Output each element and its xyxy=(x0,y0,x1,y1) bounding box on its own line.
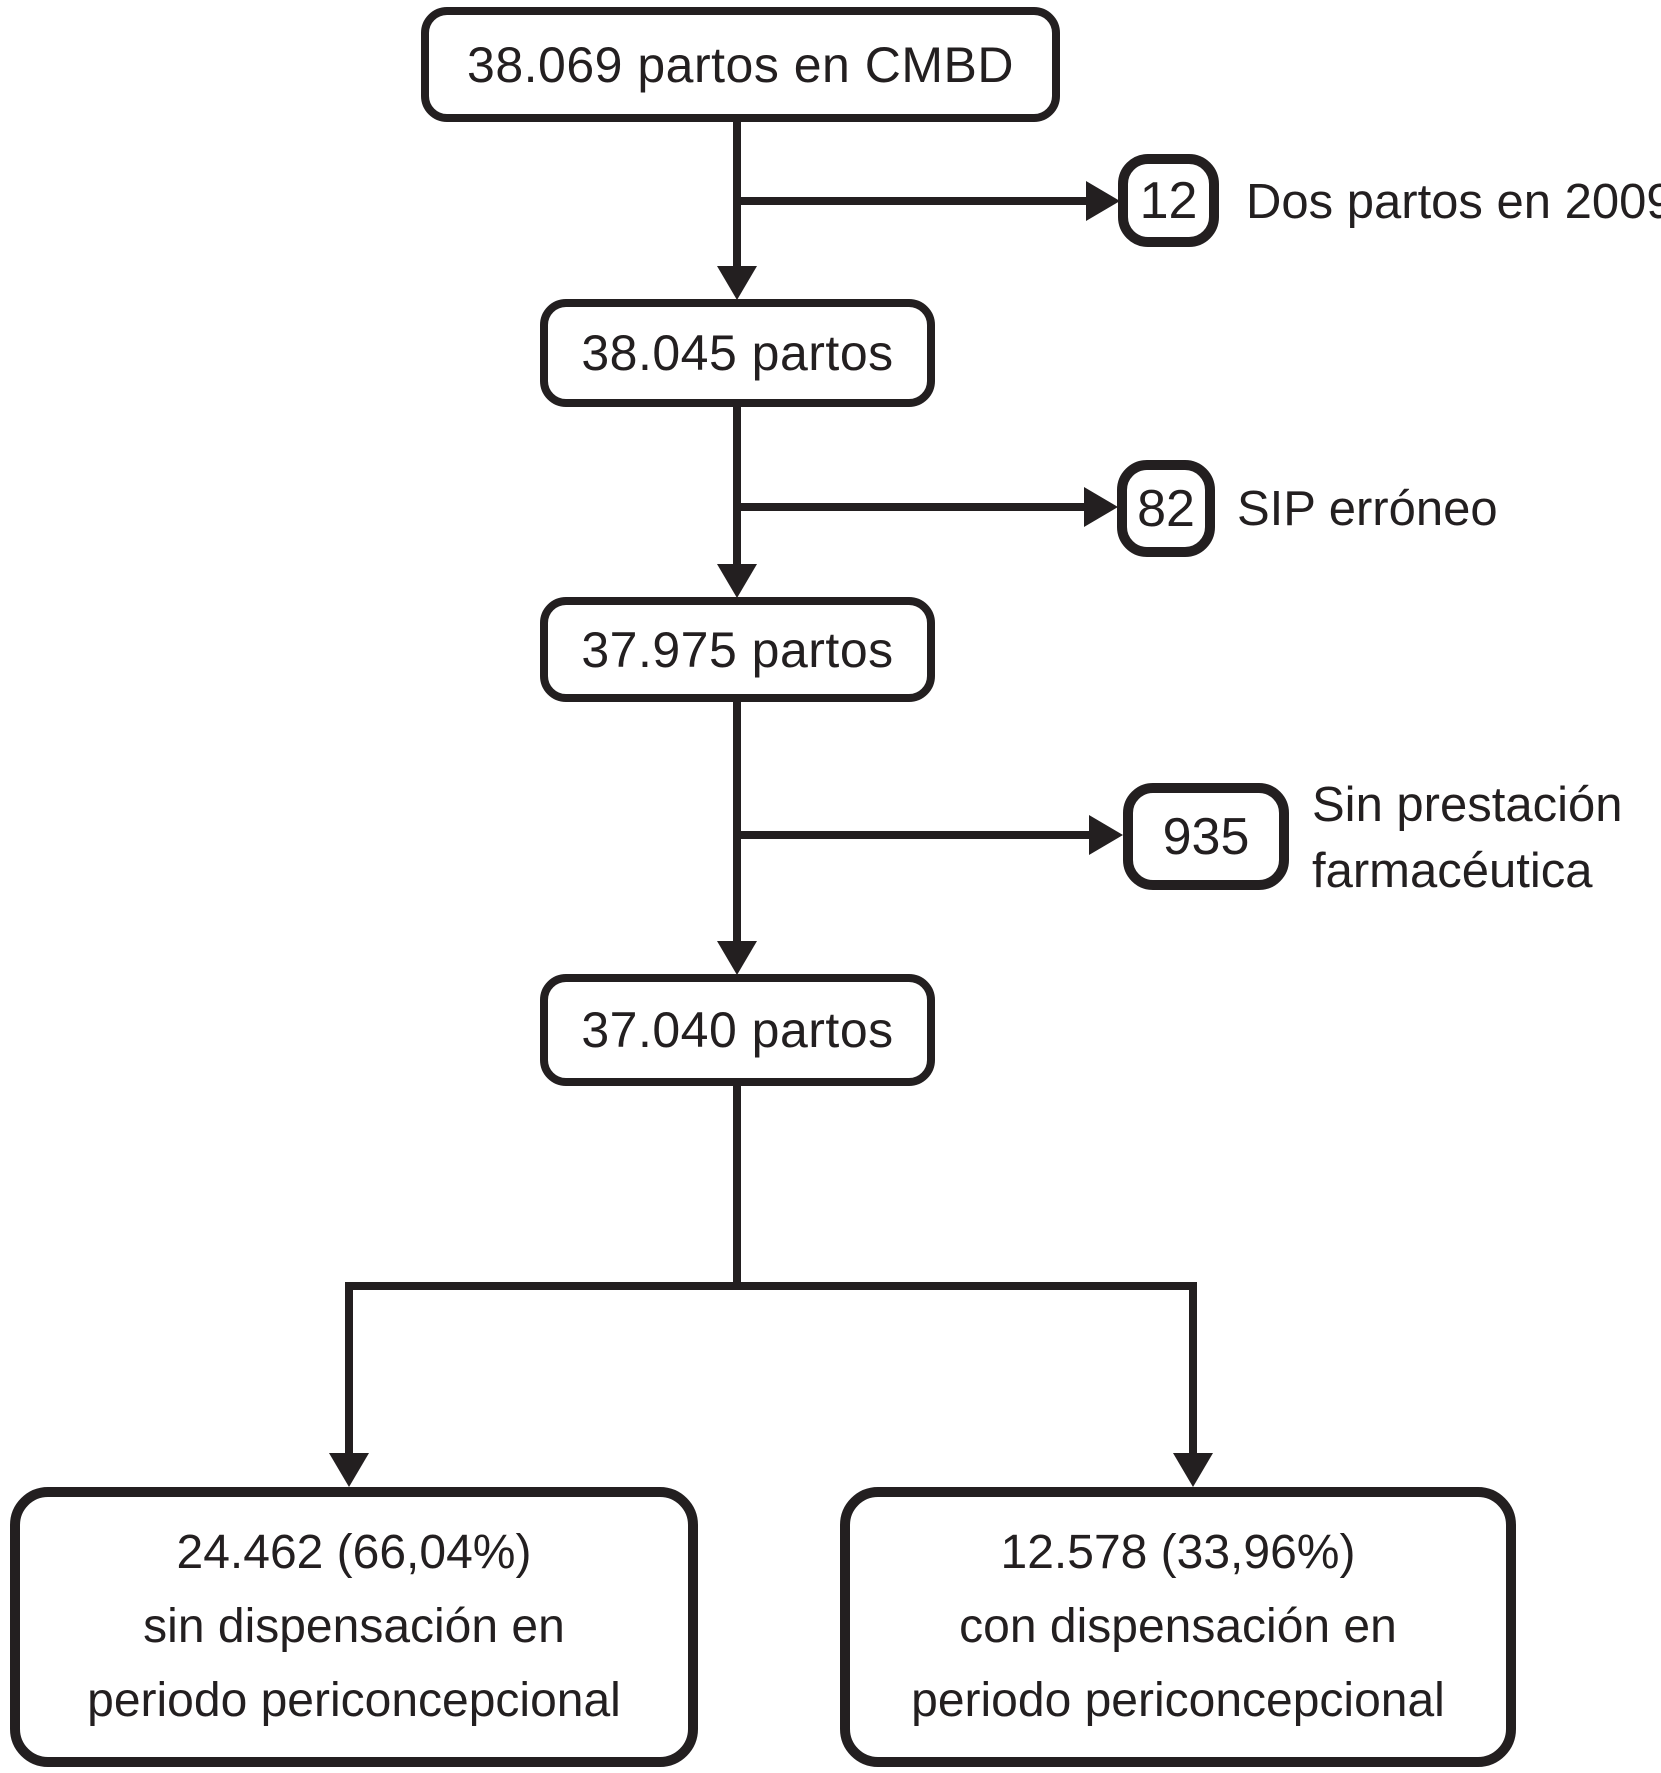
arrowhead-down-icon xyxy=(717,564,757,598)
flow-node-label: 38.045 partos xyxy=(581,325,894,381)
arrowhead-right-icon xyxy=(1084,487,1118,527)
connector-split-left xyxy=(345,1282,353,1454)
exclusion-label-sip: SIP erróneo xyxy=(1237,482,1498,536)
exclusion-label-line: Sin prestación xyxy=(1312,778,1623,832)
arrowhead-down-icon xyxy=(717,266,757,300)
flow-node-cmbd-total: 38.069 partos en CMBD xyxy=(421,7,1060,122)
flow-node-label: 37.040 partos xyxy=(581,1002,894,1058)
connector-split-horizontal xyxy=(345,1282,1197,1290)
outcome-text: 12.578 (33,96%) con dispensación en peri… xyxy=(911,1516,1445,1738)
exclusion-count-box-sip: 82 xyxy=(1117,460,1215,557)
outcome-node-with-dispensing: 12.578 (33,96%) con dispensación en peri… xyxy=(840,1487,1516,1767)
arrowhead-right-icon xyxy=(1089,815,1123,855)
exclusion-count-box-pharmacy: 935 xyxy=(1123,783,1289,890)
flow-node-label: 37.975 partos xyxy=(581,621,894,678)
flow-node-label: 38.069 partos en CMBD xyxy=(467,36,1014,93)
connector-vertical-1 xyxy=(733,118,741,268)
arrowhead-right-icon xyxy=(1086,181,1120,221)
outcome-line: 12.578 (33,96%) xyxy=(1000,1526,1356,1579)
exclusion-label-pharmacy: Sin prestación farmacéutica xyxy=(1312,772,1623,904)
connector-vertical-2 xyxy=(733,405,741,565)
exclusion-count: 82 xyxy=(1137,479,1195,538)
connector-vertical-4 xyxy=(733,1084,741,1286)
arrowhead-down-icon xyxy=(329,1453,369,1487)
outcome-text: 24.462 (66,04%) sin dispensación en peri… xyxy=(87,1516,621,1738)
connector-branch-2 xyxy=(733,503,1085,511)
arrowhead-down-icon xyxy=(1173,1453,1213,1487)
connector-branch-3 xyxy=(733,831,1091,839)
exclusion-count-box-duplicates: 12 xyxy=(1118,154,1219,247)
exclusion-label-duplicates: Dos partos en 2009 xyxy=(1246,175,1661,229)
outcome-line: sin dispensación en xyxy=(143,1600,565,1653)
exclusion-label-line: farmacéutica xyxy=(1312,844,1593,898)
exclusion-count: 935 xyxy=(1162,807,1250,866)
arrowhead-down-icon xyxy=(717,941,757,975)
outcome-node-without-dispensing: 24.462 (66,04%) sin dispensación en peri… xyxy=(10,1487,698,1767)
connector-branch-1 xyxy=(733,197,1088,205)
flow-node-final-cohort: 37.040 partos xyxy=(540,974,935,1086)
connector-split-right xyxy=(1189,1282,1197,1454)
flow-node-after-sip: 37.975 partos xyxy=(540,597,935,702)
outcome-line: 24.462 (66,04%) xyxy=(176,1526,532,1579)
connector-vertical-3 xyxy=(733,700,741,942)
outcome-line: periodo periconcepcional xyxy=(87,1674,621,1727)
flow-node-after-duplicates: 38.045 partos xyxy=(540,299,935,407)
exclusion-count: 12 xyxy=(1139,171,1198,230)
outcome-line: con dispensación en xyxy=(959,1600,1397,1653)
outcome-line: periodo periconcepcional xyxy=(911,1674,1445,1727)
